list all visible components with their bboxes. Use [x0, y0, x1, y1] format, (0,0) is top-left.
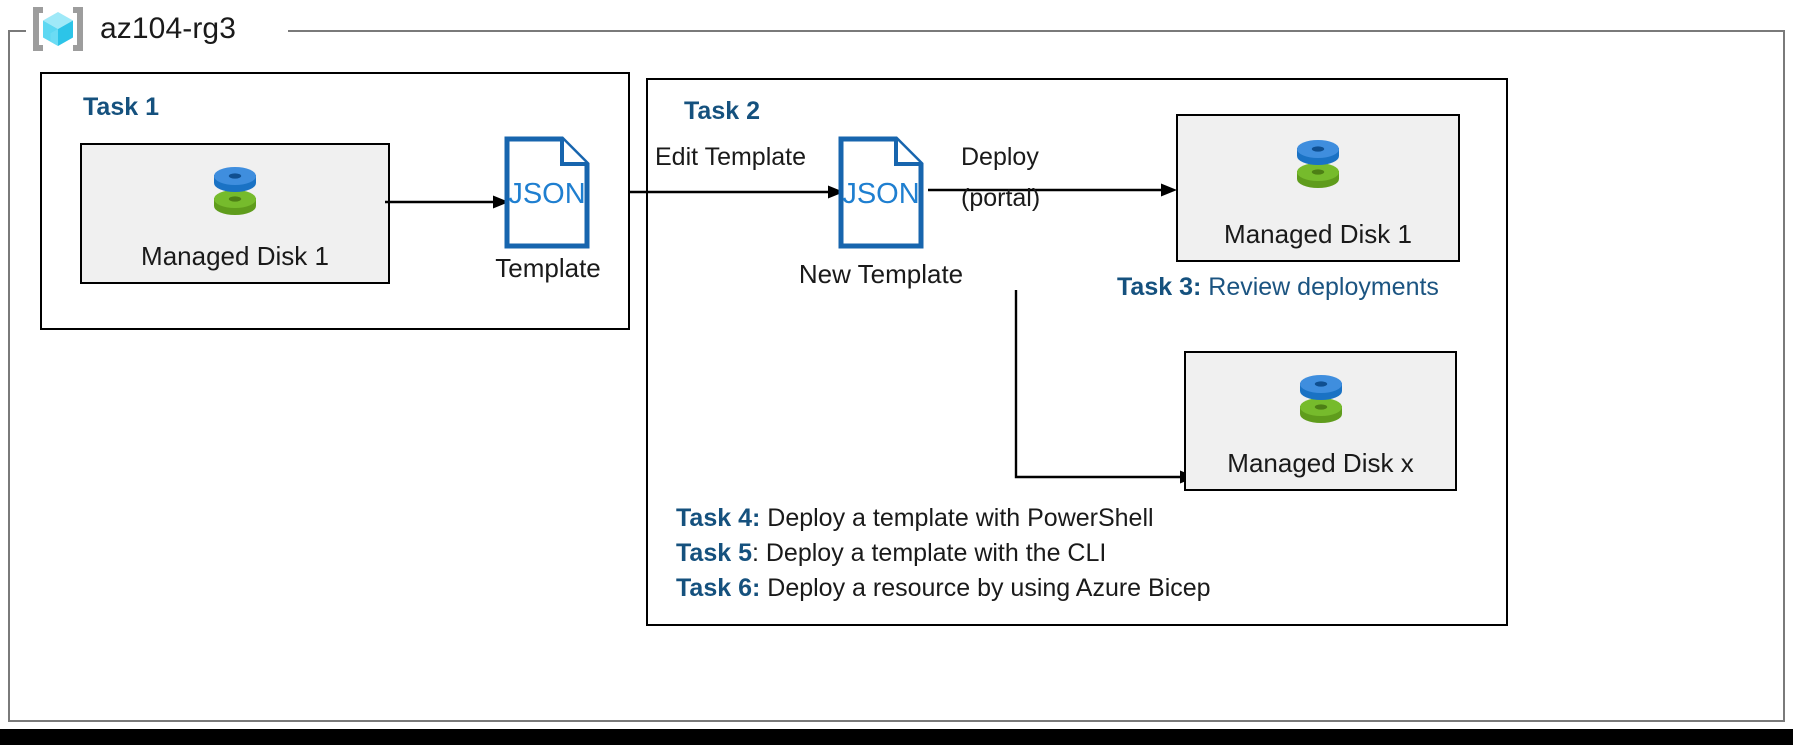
task-1-heading: Task 1: [83, 93, 159, 121]
deploy-label-line1: Deploy: [961, 143, 1039, 171]
managed-disk-1-source-box: Managed Disk 1: [80, 143, 390, 284]
managed-disk-x-label: Managed Disk x: [1227, 448, 1414, 478]
managed-disk-icon: [1292, 367, 1350, 429]
managed-disk-icon: [1289, 132, 1347, 194]
new-template-caption: New Template: [798, 259, 964, 289]
task-5-note: Task 5: Deploy a template with the CLI: [676, 539, 1106, 568]
task-5-desc: : Deploy a template with the CLI: [751, 539, 1107, 567]
managed-disk-1-deployed-label: Managed Disk 1: [1224, 219, 1412, 249]
resource-group-frame-notch: [26, 22, 288, 40]
managed-disk-1-deployed-box: Managed Disk 1: [1176, 114, 1460, 262]
task-1-container: [40, 72, 630, 330]
task-5-key: Task 5: [676, 539, 752, 567]
resource-group-header: az104-rg3: [30, 2, 236, 56]
task-3-note: Task 3: Review deployments: [1117, 273, 1439, 302]
resource-group-frame: [8, 30, 1785, 722]
task-4-key: Task 4:: [676, 504, 761, 532]
svg-text:JSON: JSON: [842, 178, 919, 210]
task-6-desc: Deploy a resource by using Azure Bicep: [760, 574, 1211, 602]
task-4-note: Task 4: Deploy a template with PowerShel…: [676, 504, 1154, 533]
template-caption: Template: [495, 253, 601, 283]
edit-template-label: Edit Template: [655, 143, 807, 171]
task-3-desc: Review deployments: [1201, 273, 1439, 301]
managed-disk-1-source-label: Managed Disk 1: [141, 241, 329, 271]
task-6-note: Task 6: Deploy a resource by using Azure…: [676, 574, 1211, 603]
task-2-container: [646, 78, 1508, 626]
managed-disk-icon: [206, 159, 264, 221]
json-document-icon-template: JSON: [504, 136, 590, 249]
task-3-key: Task 3:: [1117, 273, 1202, 301]
bottom-bar: [0, 729, 1793, 745]
svg-text:JSON: JSON: [508, 178, 585, 210]
deploy-label-line2: (portal): [961, 184, 1041, 212]
task-2-heading: Task 2: [684, 97, 760, 125]
azure-resource-group-icon: [30, 4, 86, 54]
json-document-icon-new-template: JSON: [838, 136, 924, 249]
task-4-desc: Deploy a template with PowerShell: [760, 504, 1154, 532]
task-6-key: Task 6:: [676, 574, 761, 602]
resource-group-name: az104-rg3: [100, 12, 236, 45]
managed-disk-x-box: Managed Disk x: [1184, 351, 1457, 491]
